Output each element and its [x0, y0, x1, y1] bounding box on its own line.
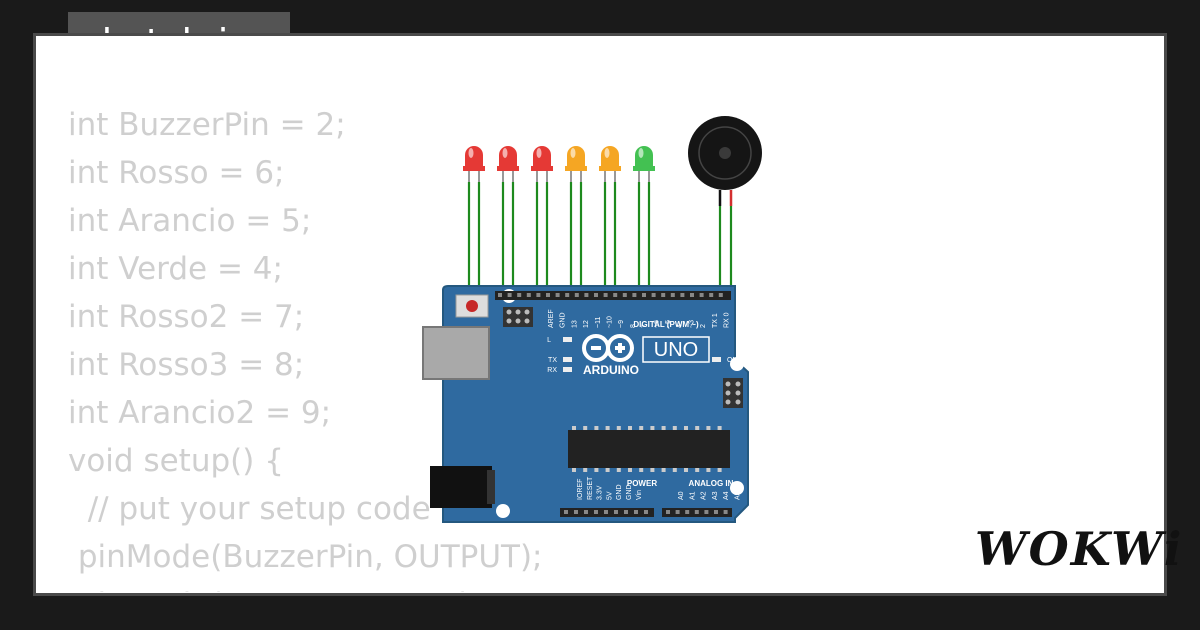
pin-label: 8	[630, 324, 637, 328]
power-jack	[430, 466, 492, 508]
pin-label: A5	[735, 491, 742, 500]
rx-label: RX	[547, 367, 557, 374]
pin-label: 12	[583, 320, 590, 328]
led-red	[463, 146, 485, 182]
code-line: int Arancio2 = 9;	[68, 395, 332, 431]
pin-label: IOREF	[577, 479, 584, 500]
code-line: int Rosso = 6;	[68, 155, 285, 191]
pin-label: ~5	[665, 320, 672, 328]
pin-label: A1	[689, 491, 696, 500]
pin-label: RX 0	[724, 312, 731, 328]
code-line: // put your setup code here	[68, 491, 511, 527]
pin-label: A3	[712, 491, 719, 500]
pin-label: TX 1	[712, 313, 719, 328]
pin-label: GND	[616, 484, 623, 500]
wire	[467, 182, 500, 298]
pin-label: A2	[701, 491, 708, 500]
pin-label: GND	[560, 312, 567, 328]
on-label: ON	[727, 357, 738, 364]
pin-label: 3.3V	[597, 485, 604, 500]
pin-label: ~11	[595, 317, 602, 328]
reset-button	[466, 300, 478, 312]
led-green	[633, 146, 655, 182]
code-line: int Rosso2 = 7;	[68, 299, 305, 335]
code-listing: int BuzzerPin = 2; int Rosso = 6; int Aran…	[68, 104, 543, 592]
pin-label: ~3	[688, 320, 695, 328]
arduino-logo	[582, 334, 634, 362]
pin-label: 5V	[606, 491, 613, 500]
pin-label: A4	[723, 491, 730, 500]
piezo-buzzer	[688, 116, 762, 206]
code-line: int BuzzerPin = 2;	[68, 107, 346, 143]
pin-label: AREF	[548, 309, 555, 328]
board-logo-text: ARDUINO	[583, 363, 639, 377]
code-line: pinMode(Rosso, OUTPUT);	[68, 584, 543, 592]
pin-label: 2	[700, 324, 707, 328]
wokwi-logo: WOKWi	[975, 522, 1184, 576]
analog-label: ANALOG IN	[689, 479, 734, 488]
tx-label: TX	[548, 357, 557, 364]
pin-label: A0	[678, 491, 685, 500]
led-red	[531, 146, 553, 182]
l-label: L	[547, 337, 551, 344]
power-label: POWER	[627, 479, 657, 488]
pin-label: 13	[571, 320, 578, 328]
code-line: int Arancio = 5;	[68, 203, 312, 239]
pin-label: Vin	[636, 490, 643, 500]
microcontroller-chip	[568, 430, 730, 468]
digital-header	[495, 291, 731, 300]
arduino-uno-board: UNO ARDUINO DIGITAL (PWM ~) L TX RX ON P…	[422, 285, 749, 523]
code-line: void setup() {	[68, 443, 284, 479]
pin-label: 4	[677, 324, 684, 328]
led-orange	[565, 146, 587, 182]
code-line: pinMode(BuzzerPin, OUTPUT);	[68, 539, 543, 575]
led-row	[463, 146, 655, 182]
digital-label: DIGITAL (PWM ~)	[633, 320, 699, 329]
led-red	[497, 146, 519, 182]
code-line: int Rosso3 = 8;	[68, 347, 305, 383]
code-line: int Verde = 4;	[68, 251, 283, 287]
usb-port	[422, 326, 490, 380]
pin-label: ~6	[653, 320, 660, 328]
pin-label: ~9	[618, 320, 625, 328]
pin-label: ~10	[607, 316, 614, 328]
pin-label: RESET	[587, 476, 594, 500]
pin-label: 7	[642, 324, 649, 328]
led-orange	[599, 146, 621, 182]
board-model: UNO	[654, 339, 698, 361]
pin-label: GND	[626, 484, 633, 500]
